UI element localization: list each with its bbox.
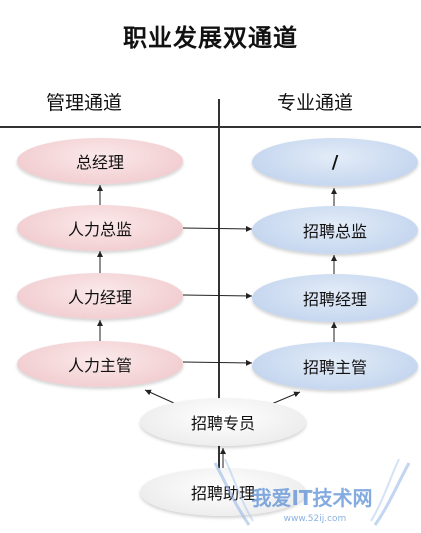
svg-text:我爱IT技术网: 我爱IT技术网 bbox=[251, 486, 372, 510]
node-recruitment-assistant: 招聘助理 bbox=[140, 468, 306, 516]
watermark-logo: 我爱IT技术网 www.52ij.com bbox=[213, 458, 411, 526]
node-label: 招聘主管 bbox=[302, 358, 367, 377]
node-label: 总经理 bbox=[75, 153, 124, 172]
svg-text:www.52ij.com: www.52ij.com bbox=[284, 514, 347, 524]
arrow-hr-supervisor-to-rec-supervisor bbox=[182, 359, 253, 366]
node-label: 人力总监 bbox=[67, 220, 132, 239]
node-label: 招聘总监 bbox=[302, 222, 367, 241]
node-label: 招聘专员 bbox=[190, 414, 255, 433]
node-hr-director: 人力总监 bbox=[17, 205, 183, 251]
node-hr-supervisor: 人力主管 bbox=[17, 341, 183, 387]
node-label: 招聘经理 bbox=[302, 290, 367, 309]
channel-divider bbox=[218, 99, 220, 499]
node-label: 招聘助理 bbox=[190, 484, 255, 503]
node-recruitment-supervisor: 招聘主管 bbox=[252, 342, 418, 390]
arrow-hr-manager-to-rec-manager bbox=[182, 292, 253, 299]
node-professional-top: / bbox=[252, 138, 418, 186]
node-recruitment-specialist: 招聘专员 bbox=[140, 398, 306, 446]
node-label: 人力经理 bbox=[67, 288, 132, 307]
diagram-title: 职业发展双通道 bbox=[123, 24, 298, 52]
node-label: 人力主管 bbox=[67, 356, 132, 375]
node-label: / bbox=[331, 151, 339, 173]
header-divider bbox=[0, 126, 421, 128]
node-recruitment-manager: 招聘经理 bbox=[252, 274, 418, 322]
node-general-manager: 总经理 bbox=[17, 138, 183, 184]
professional-channel-header: 专业通道 bbox=[277, 92, 354, 114]
node-recruitment-director: 招聘总监 bbox=[252, 206, 418, 254]
arrow-hr-director-to-rec-director bbox=[182, 225, 253, 232]
management-channel-header: 管理通道 bbox=[46, 92, 123, 114]
node-hr-manager: 人力经理 bbox=[17, 273, 183, 319]
